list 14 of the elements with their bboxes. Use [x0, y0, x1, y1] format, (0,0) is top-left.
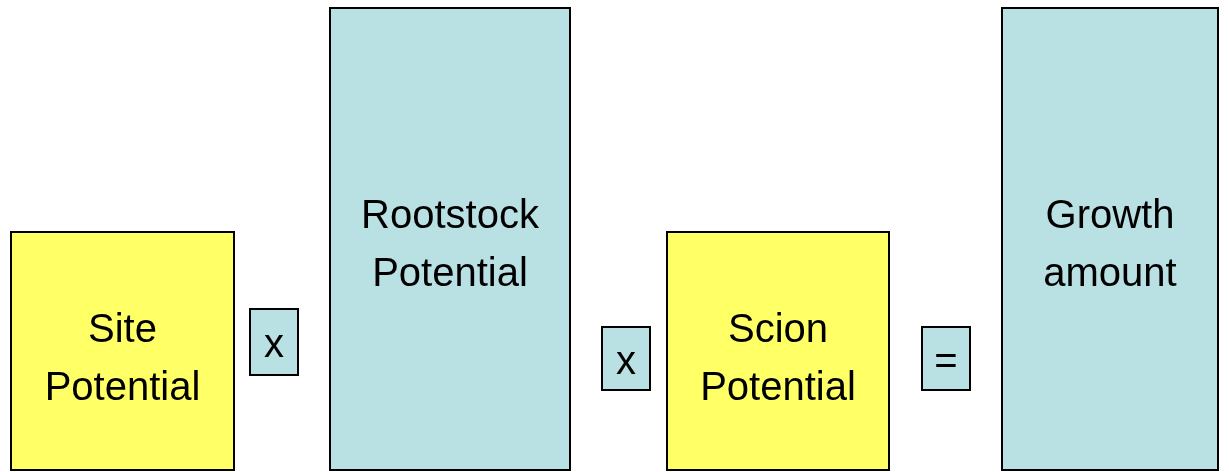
term-box — [10, 231, 235, 471]
term-label: Site Potential — [43, 305, 202, 410]
term-box — [666, 231, 890, 471]
term-label: Growth amount — [1042, 191, 1178, 296]
term-label: Scion Potential — [699, 305, 857, 410]
term-box — [329, 7, 571, 471]
operator-box — [601, 326, 651, 391]
operator-symbol: = — [934, 337, 958, 384]
operator-symbol: x — [264, 320, 284, 367]
operator-box — [921, 326, 971, 391]
operator-symbol: x — [616, 337, 636, 384]
term-label: Rootstock Potential — [360, 191, 540, 296]
result-box — [1001, 7, 1219, 471]
operator-box — [249, 308, 299, 376]
